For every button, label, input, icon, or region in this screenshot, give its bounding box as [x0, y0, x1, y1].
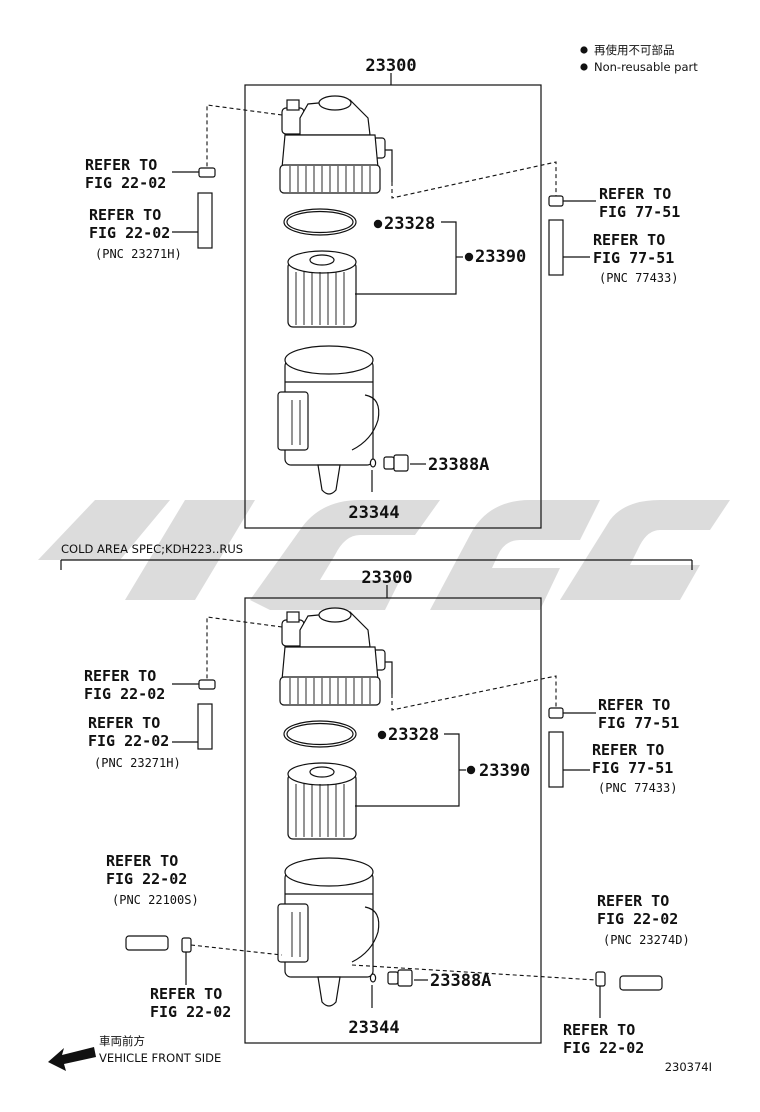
upper-refer-right-2-line-2: FIG 77-51: [593, 249, 674, 267]
lower-heater-clip: [181, 937, 192, 953]
lower-right-clip: [548, 707, 564, 719]
upper-section: 23300: [85, 56, 680, 529]
upper-oring-number: 23344: [348, 503, 399, 523]
lower-gasket-ring: [283, 720, 357, 748]
non-reusable-bullet-icon: [373, 219, 383, 229]
lower-gasket-number: 23328: [388, 725, 439, 745]
lower-left-hose: [197, 703, 213, 750]
lower-refer-heater-clip-line-1: REFER TO: [150, 985, 222, 1003]
upper-left-clip: [198, 167, 216, 178]
upper-refer-left-2-line-3: (PNC 23271H): [95, 247, 182, 261]
upper-filter-element: [287, 250, 357, 328]
upper-refer-left-1-line-1: REFER TO: [85, 156, 157, 174]
upper-element-kit-number: 23390: [475, 247, 526, 267]
lower-refer-left-1-line-2: FIG 22-02: [84, 685, 165, 703]
section-divider: COLD AREA SPEC;KDH223..RUS: [60, 542, 693, 570]
upper-assembly-frame: [244, 84, 542, 529]
lower-refer-left-2-line-3: (PNC 23271H): [94, 756, 181, 770]
lower-refer-right-2-line-3: (PNC 77433): [598, 781, 677, 795]
lower-refer-heater-clip-line-2: FIG 22-02: [150, 1003, 231, 1021]
upper-drain-plug: [383, 454, 409, 472]
lower-refer-left-2-line-2: FIG 22-02: [88, 732, 169, 750]
upper-gasket-ring: [283, 208, 357, 236]
vehicle-front-en: VEHICLE FRONT SIDE: [99, 1051, 221, 1065]
lower-filter-head: [279, 607, 393, 706]
front-arrow-icon: [48, 1047, 96, 1071]
upper-refer-left-2-line-1: REFER TO: [89, 206, 161, 224]
legend: 再使用不可部品 Non-reusable part: [580, 43, 698, 74]
lower-refer-heater-hose-line-1: REFER TO: [106, 852, 178, 870]
lower-drain-plug-number: 23388A: [430, 971, 491, 991]
lower-refer-left-2-line-1: REFER TO: [88, 714, 160, 732]
lower-return-clip: [595, 971, 606, 987]
lower-return-hose: [619, 975, 663, 991]
upper-filter-bowl: [277, 345, 380, 495]
lower-assembly-frame: [244, 597, 542, 1044]
non-reusable-bullet-icon: [580, 63, 588, 71]
lower-heater-hose: [125, 935, 169, 951]
upper-gasket-number: 23328: [384, 214, 435, 234]
lower-assembly-number: 23300: [361, 568, 412, 588]
lower-drain-plug: [387, 969, 413, 987]
upper-refer-right-2-line-3: (PNC 77433): [599, 271, 678, 285]
diagram-id: 230374I: [665, 1060, 712, 1074]
upper-drain-plug-number: 23388A: [428, 455, 489, 475]
lower-refer-heater-hose-line-3: (PNC 22100S): [112, 893, 199, 907]
lower-refer-right-2-line-2: FIG 77-51: [592, 759, 673, 777]
non-reusable-bullet-icon: [466, 765, 476, 775]
lower-right-hose: [548, 731, 564, 788]
lower-section: 23300: [84, 568, 690, 1057]
upper-right-clip: [548, 195, 564, 207]
lower-refer-return-hose-line-1: REFER TO: [597, 892, 669, 910]
legend-en: Non-reusable part: [594, 60, 698, 74]
upper-refer-left-2-line-2: FIG 22-02: [89, 224, 170, 242]
lower-refer-right-1-line-2: FIG 77-51: [598, 714, 679, 732]
lower-refer-left-1-line-1: REFER TO: [84, 667, 156, 685]
lower-refer-return-hose-line-2: FIG 22-02: [597, 910, 678, 928]
lower-filter-element: [287, 762, 357, 840]
lower-left-clip: [198, 679, 216, 690]
upper-left-hose: [197, 192, 213, 249]
lower-refer-right-1-line-1: REFER TO: [598, 696, 670, 714]
lower-oring: [369, 973, 377, 983]
upper-assembly-number: 23300: [365, 56, 416, 76]
non-reusable-bullet-icon: [580, 46, 588, 54]
upper-refer-right-2-line-1: REFER TO: [593, 231, 665, 249]
lower-refer-heater-hose-line-2: FIG 22-02: [106, 870, 187, 888]
upper-right-hose: [548, 219, 564, 276]
non-reusable-bullet-icon: [464, 252, 474, 262]
non-reusable-bullet-icon: [377, 730, 387, 740]
upper-refer-right-1-line-1: REFER TO: [599, 185, 671, 203]
section-label: COLD AREA SPEC;KDH223..RUS: [61, 542, 243, 556]
upper-filter-head: [279, 95, 393, 194]
lower-refer-return-clip-line-2: FIG 22-02: [563, 1039, 644, 1057]
lower-filter-bowl: [277, 857, 380, 1007]
upper-oring: [369, 458, 377, 468]
upper-refer-right-1-line-2: FIG 77-51: [599, 203, 680, 221]
lower-refer-right-2-line-1: REFER TO: [592, 741, 664, 759]
lower-oring-number: 23344: [348, 1018, 399, 1038]
vehicle-front-indicator: 車両前方 VEHICLE FRONT SIDE: [48, 1034, 221, 1071]
lower-refer-return-hose-line-3: (PNC 23274D): [603, 933, 690, 947]
lower-refer-return-clip-line-1: REFER TO: [563, 1021, 635, 1039]
legend-jp: 再使用不可部品: [594, 43, 675, 57]
vehicle-front-jp: 車両前方: [99, 1034, 145, 1048]
lower-element-kit-number: 23390: [479, 761, 530, 781]
upper-refer-left-1-line-2: FIG 22-02: [85, 174, 166, 192]
